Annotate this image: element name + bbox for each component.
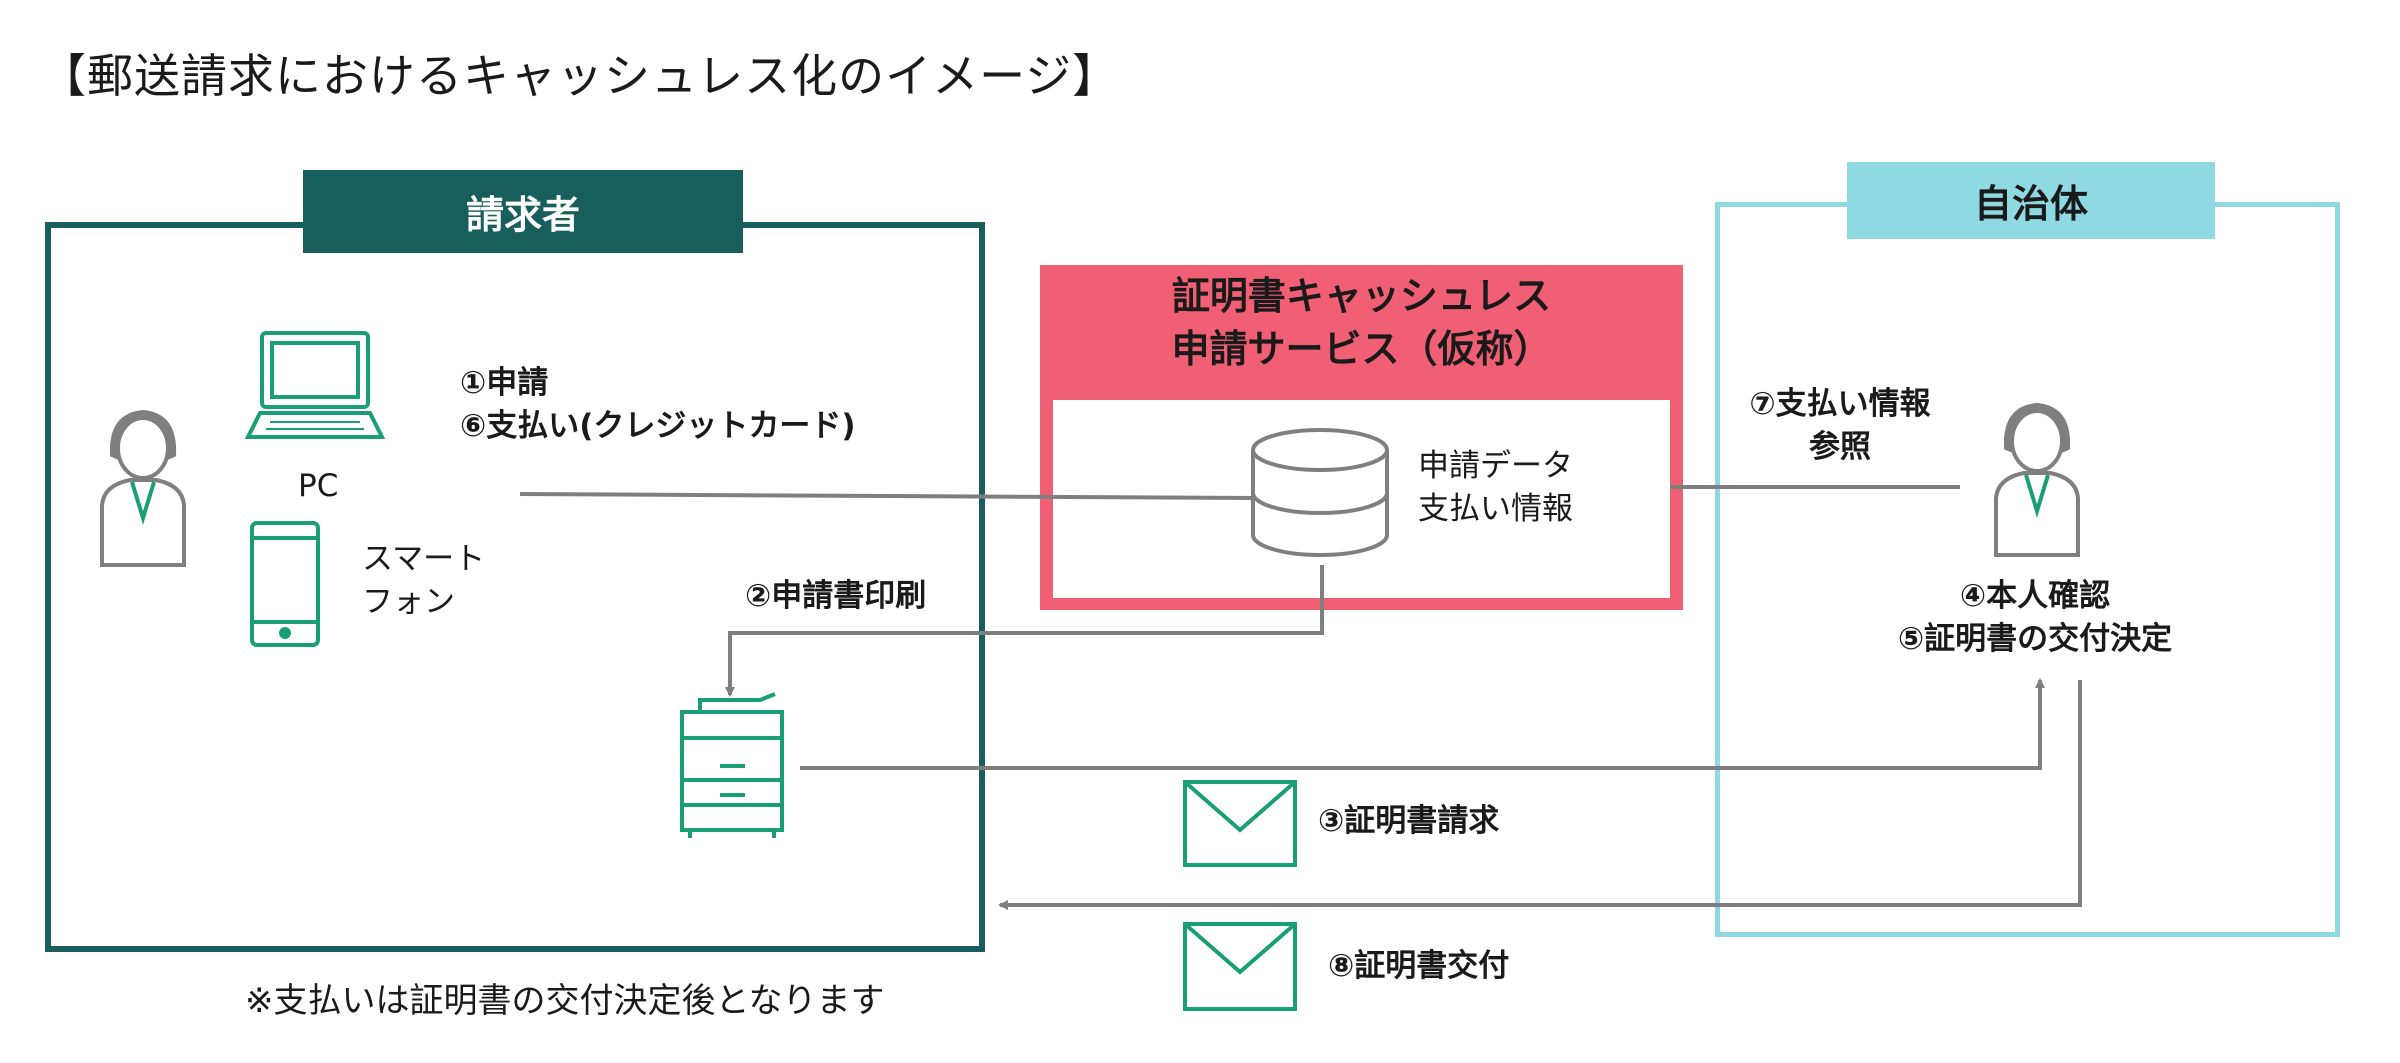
- step-8-label: ⑧証明書交付: [1328, 948, 1510, 984]
- step-3-label: ③証明書請求: [1318, 803, 1500, 839]
- database-icon: [1251, 428, 1389, 557]
- service-title: 証明書キャッシュレス 申請サービス（仮称）: [1040, 270, 1683, 376]
- page-title: 【郵送請求におけるキャッシュレス化のイメージ】: [40, 49, 1120, 103]
- government-person-icon: [1994, 402, 2080, 557]
- laptop-icon: [244, 331, 386, 439]
- step-4-5-label: ④本人確認 ⑤証明書の交付決定: [1835, 575, 2235, 661]
- connector-apply-line: [519, 492, 1253, 500]
- database-label-line1: 申請データ: [1418, 448, 1573, 484]
- connector-print-line: [725, 565, 1324, 697]
- smartphone-icon: [250, 521, 320, 647]
- step-4-label: ④本人確認: [1959, 578, 2111, 614]
- step-1-label: ①申請: [460, 365, 549, 401]
- service-title-line1: 証明書キャッシュレス: [1171, 274, 1552, 318]
- step-2-label: ②申請書印刷: [745, 578, 927, 614]
- step-6-label: ⑥支払い(クレジットカード): [460, 408, 856, 444]
- connector-issue-line: [998, 680, 2082, 910]
- database-label: 申請データ 支払い情報: [1418, 445, 1573, 531]
- step-7-label-line2: 参照: [1809, 429, 1871, 465]
- smartphone-label-line2: フォン: [362, 584, 455, 620]
- government-header: 自治体: [1847, 162, 2215, 239]
- step-5-label: ⑤証明書の交付決定: [1897, 621, 2173, 657]
- connector-request-line: [800, 678, 2045, 770]
- step-7-label-line1: ⑦支払い情報: [1749, 386, 1931, 422]
- step-7-label: ⑦支払い情報 参照: [1740, 383, 1940, 469]
- envelope-icon-issue: [1183, 922, 1297, 1011]
- database-label-line2: 支払い情報: [1418, 491, 1573, 527]
- footnote: ※支払いは証明書の交付決定後となります: [245, 981, 885, 1021]
- smartphone-label-line1: スマート: [362, 541, 486, 577]
- smartphone-label: スマート フォン: [362, 538, 485, 624]
- requester-header: 請求者: [303, 170, 743, 253]
- service-title-line2: 申請サービス（仮称）: [1171, 327, 1552, 371]
- pc-label: PC: [298, 468, 339, 504]
- envelope-icon-request: [1183, 780, 1297, 867]
- requester-person-icon: [100, 409, 186, 567]
- printer-icon: [680, 692, 784, 838]
